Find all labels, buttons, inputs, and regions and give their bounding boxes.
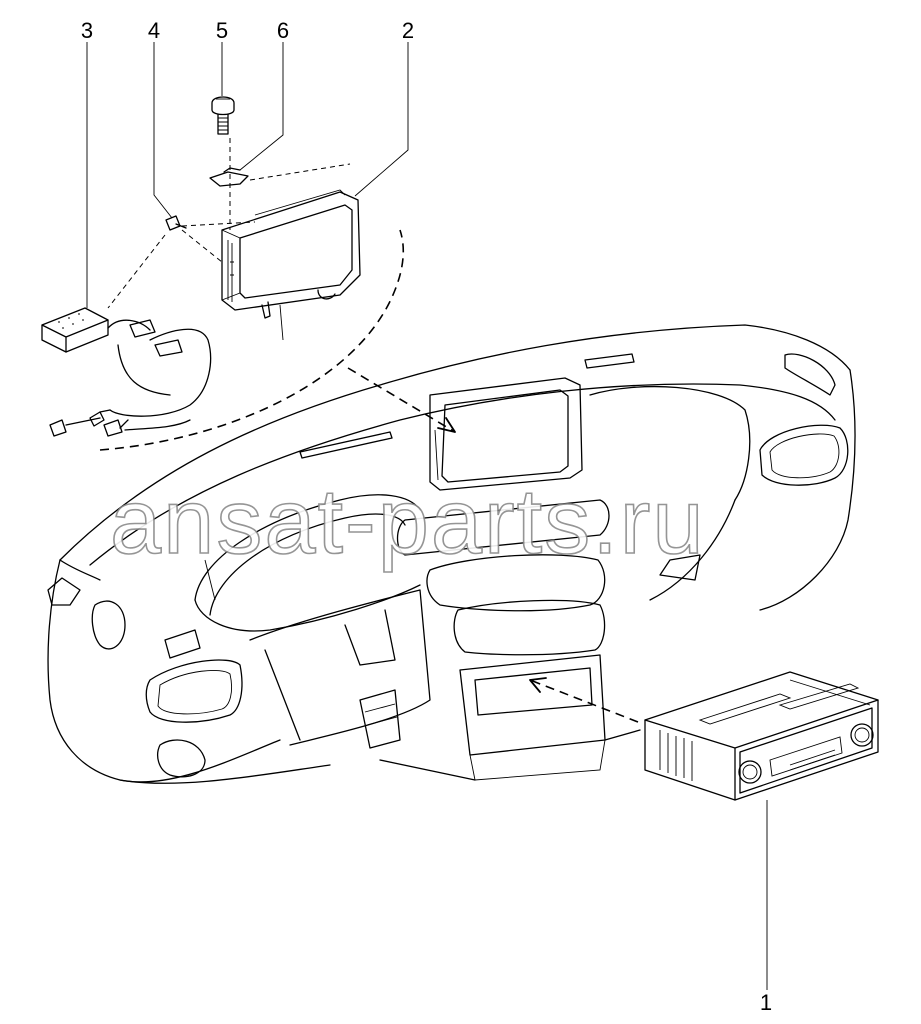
callout-label-3: 3 <box>80 18 94 43</box>
bolt-icon <box>211 96 235 135</box>
dashboard-drawing <box>47 324 856 784</box>
callout-label-5: 5 <box>215 18 229 43</box>
watermark-text: ansat-parts.ru <box>109 470 706 574</box>
screw-icon <box>165 215 187 231</box>
radio-head-unit-icon <box>644 671 879 801</box>
leader-lines <box>86 42 768 990</box>
install-path-arrows <box>99 229 639 723</box>
display-screen-icon <box>221 189 361 341</box>
speaker-wiring-harness-icon <box>41 307 212 437</box>
callout-label-1: 1 <box>759 990 773 1015</box>
bracket-clip-icon <box>209 167 249 187</box>
callout-label-4: 4 <box>147 18 161 43</box>
callout-label-2: 2 <box>401 18 415 43</box>
callout-label-6: 6 <box>276 18 290 43</box>
